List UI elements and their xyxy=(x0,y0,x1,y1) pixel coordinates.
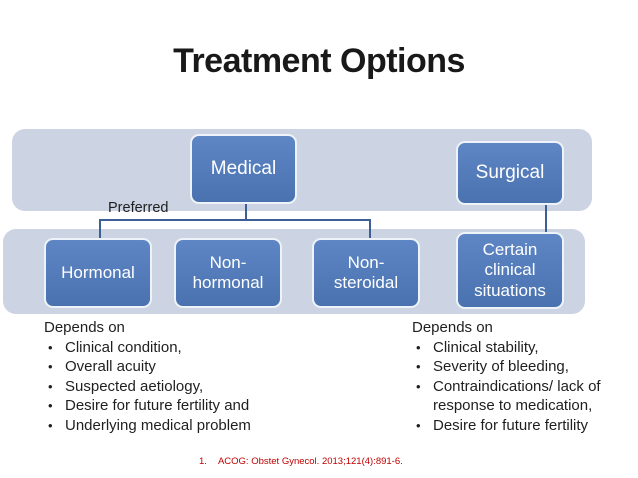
list-item: Clinical stability, xyxy=(412,338,626,358)
slide-title: Treatment Options xyxy=(173,42,465,80)
node-non-steroidal-label: Non- steroidal xyxy=(333,252,399,292)
node-surgical: Surgical xyxy=(456,141,564,205)
node-medical-label: Medical xyxy=(210,157,277,179)
node-non-steroidal: Non- steroidal xyxy=(312,238,420,308)
medical-depends-heading: Depends on xyxy=(44,319,125,336)
node-certain-clinical-situations-label: Certain clinical situations xyxy=(474,239,546,300)
list-item: Severity of bleeding, xyxy=(412,357,626,377)
citation-footnote: 1. ACOG: Obstet Gynecol. 2013;121(4):891-… xyxy=(199,456,403,467)
node-medical: Medical xyxy=(190,134,297,204)
list-item: Desire for future fertility and xyxy=(44,396,354,416)
node-hormonal-label: Hormonal xyxy=(61,262,135,282)
connector-horizontal-bus xyxy=(99,219,371,221)
node-non-hormonal: Non- hormonal xyxy=(174,238,282,308)
citation-number: 1. xyxy=(199,456,207,467)
connector-stub-hormonal xyxy=(99,220,101,240)
list-item: Overall acuity xyxy=(44,357,354,377)
medical-depends-list: Depends on Clinical condition, Overall a… xyxy=(44,318,354,435)
connector-stub-nonsteroidal xyxy=(369,220,371,240)
list-item: Suspected aetiology, xyxy=(44,377,354,397)
node-non-hormonal-label: Non- hormonal xyxy=(192,252,264,292)
connector-medical-vertical xyxy=(245,203,247,220)
preferred-label: Preferred xyxy=(108,200,169,216)
node-surgical-label: Surgical xyxy=(475,161,545,183)
citation-text: ACOG: Obstet Gynecol. 2013;121(4):891-6. xyxy=(217,456,403,467)
surgical-depends-items: Clinical stability, Severity of bleeding… xyxy=(412,338,626,436)
medical-depends-items: Clinical condition, Overall acuity Suspe… xyxy=(44,338,354,436)
list-item: Underlying medical problem xyxy=(44,416,354,436)
node-certain-clinical-situations: Certain clinical situations xyxy=(456,232,564,309)
surgical-depends-list: Depends on Clinical stability, Severity … xyxy=(412,318,626,435)
connector-surgical-vertical xyxy=(545,204,547,234)
list-item: Clinical condition, xyxy=(44,338,354,358)
list-item: Contraindications/ lack of response to m… xyxy=(412,377,626,416)
node-hormonal: Hormonal xyxy=(44,238,152,308)
surgical-depends-heading: Depends on xyxy=(412,319,493,336)
list-item: Desire for future fertility xyxy=(412,416,626,436)
